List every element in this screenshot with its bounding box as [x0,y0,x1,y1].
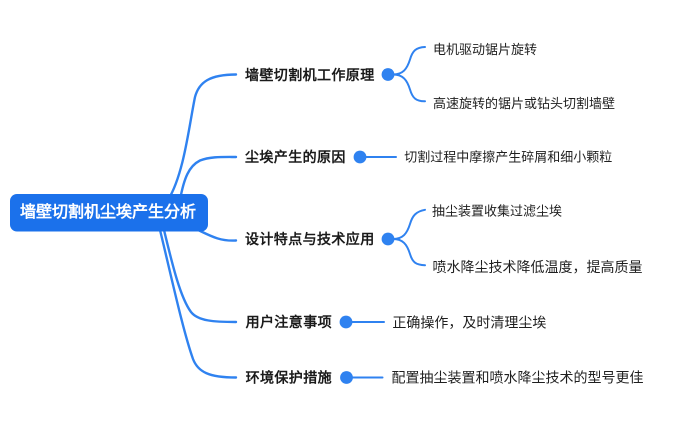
svg-text:电机驱动锯片旋转: 电机驱动锯片旋转 [433,42,537,57]
svg-text:设计特点与技术应用: 设计特点与技术应用 [245,231,375,247]
svg-text:高速旋转的锯片或钻头切割墙壁: 高速旋转的锯片或钻头切割墙壁 [433,96,615,111]
svg-text:用户注意事项: 用户注意事项 [246,314,332,330]
svg-text:配置抽尘装置和喷水降尘技术的型号更佳: 配置抽尘装置和喷水降尘技术的型号更佳 [392,370,644,386]
svg-text:切割过程中摩擦产生碎屑和细小颗粒: 切割过程中摩擦产生碎屑和细小颗粒 [404,150,612,165]
svg-text:抽尘装置收集过滤尘埃: 抽尘装置收集过滤尘埃 [432,204,562,219]
svg-text:墙壁切割机尘埃产生分析: 墙壁切割机尘埃产生分析 [20,202,196,221]
svg-text:喷水降尘技术降低温度，提高质量: 喷水降尘技术降低温度，提高质量 [433,259,643,275]
svg-text:尘埃产生的原因: 尘埃产生的原因 [245,149,346,165]
svg-text:墙壁切割机工作原理: 墙壁切割机工作原理 [245,67,375,83]
svg-text:环境保护措施: 环境保护措施 [246,370,332,386]
svg-text:正确操作，及时清理尘埃: 正确操作，及时清理尘埃 [392,314,546,330]
